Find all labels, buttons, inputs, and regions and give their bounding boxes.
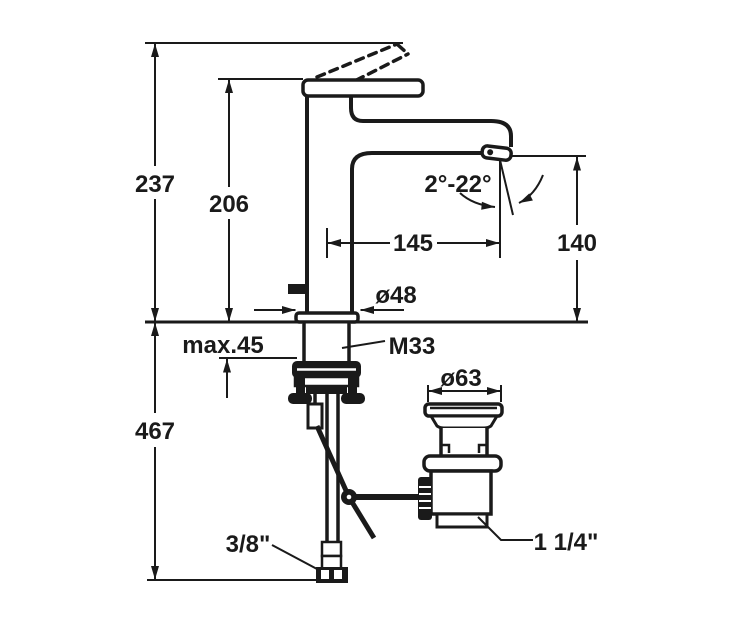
- reference-lines: [145, 42, 588, 581]
- pop-up-linkage: [306, 394, 420, 540]
- shank-thread-label: M33: [389, 333, 436, 360]
- base-diameter-label: ø48: [375, 282, 416, 309]
- mounting-hardware: [288, 323, 365, 404]
- aerator: [480, 144, 513, 162]
- spout-angle-label: 2°-22°: [424, 171, 491, 198]
- supply-pipe: [316, 394, 348, 583]
- dimension-lines: [151, 43, 581, 580]
- max-deck-thickness-label: max.45: [182, 332, 263, 359]
- supply-connection-label: 3/8": [226, 531, 271, 558]
- faucet-outline: [288, 42, 513, 324]
- waste-flange-diameter-label: ø63: [440, 365, 481, 392]
- waste-valve: [418, 402, 504, 529]
- waste-connection-label: 1 1/4": [534, 529, 599, 556]
- supply-length-label: 467: [135, 418, 175, 445]
- dimension-labels: 237 206 2°-22° 145 140 ø48 max.45 M33 ø6…: [135, 171, 598, 558]
- outlet-height-label: 140: [557, 230, 597, 257]
- overall-height-label: 237: [135, 171, 175, 198]
- spout-height-label: 206: [209, 191, 249, 218]
- spout-reach-label: 145: [393, 230, 433, 257]
